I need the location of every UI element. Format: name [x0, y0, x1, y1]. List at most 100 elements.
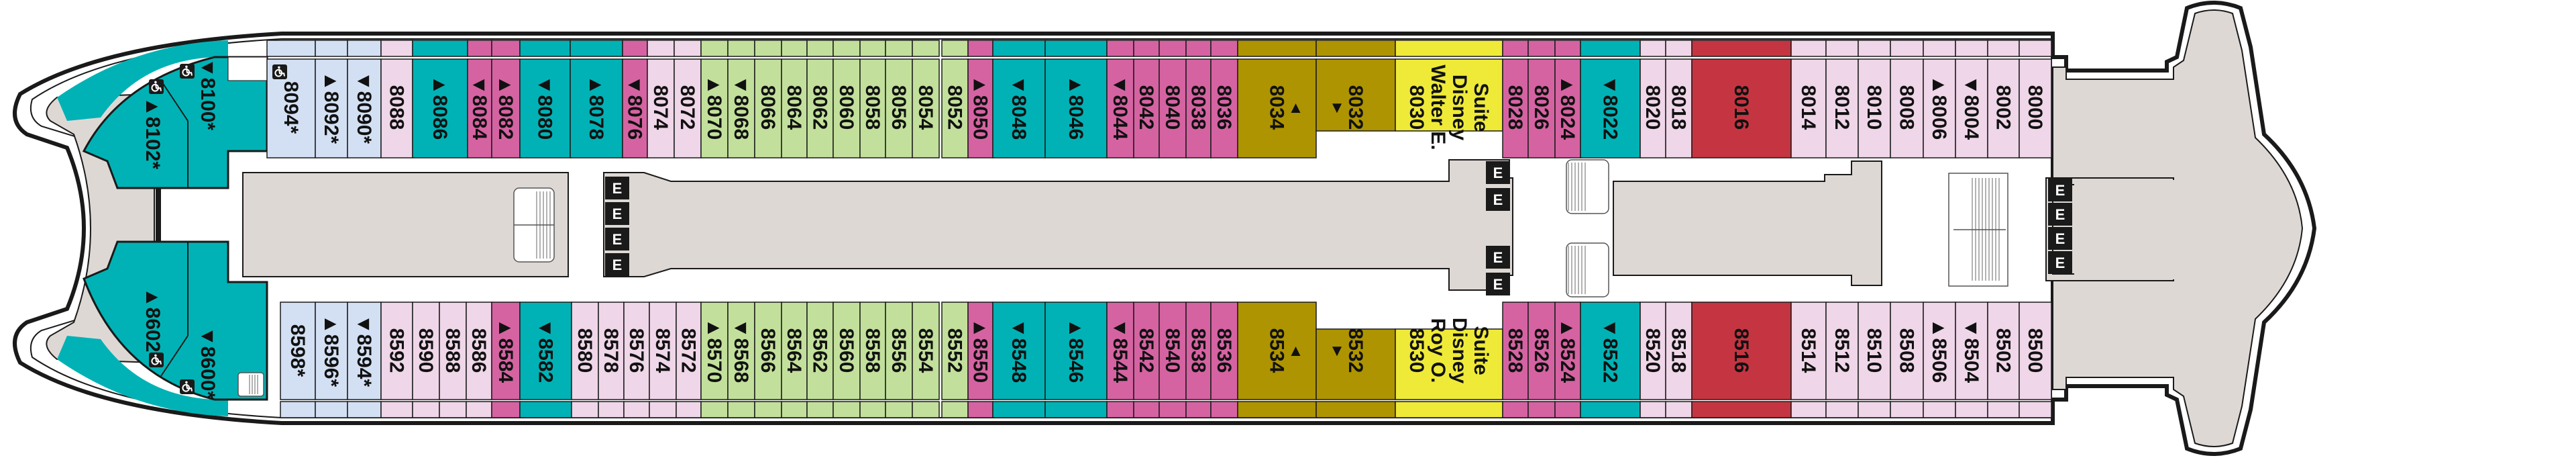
cabin-8532[interactable]: 8532▼ [1316, 328, 1396, 418]
cabin-8576[interactable]: 8576 [623, 302, 650, 418]
cabin-8000[interactable]: 8000 [2019, 40, 2052, 158]
cabin-label: 8566 [757, 328, 779, 373]
cabin-8516[interactable]: 8516 [1691, 302, 1792, 418]
cabin-8556[interactable]: 8556 [885, 302, 913, 418]
cabin-8572[interactable]: 8572 [676, 302, 702, 418]
cabin-8008[interactable]: 8008 [1890, 40, 1924, 158]
cabin-8100[interactable]: ▼8100* [197, 58, 219, 130]
cabin-8016[interactable]: 8016 [1691, 40, 1792, 158]
cabin-8042[interactable]: 8042 [1133, 40, 1160, 158]
cabin-8056[interactable]: 8056 [885, 40, 913, 158]
cabin-8590[interactable]: 8590 [412, 302, 440, 418]
cabin-8066[interactable]: 8066 [754, 40, 782, 158]
cabin-8036[interactable]: 8036 [1210, 40, 1238, 158]
cabin-8568[interactable]: ▼8568 [727, 302, 755, 418]
cabin-8010[interactable]: 8010 [1858, 40, 1891, 158]
cabin-8596[interactable]: ▲8596* [315, 302, 348, 418]
cabin-8074[interactable]: 8074 [647, 40, 675, 158]
cabin-8534[interactable]: 8534▲ [1237, 302, 1317, 418]
cabin-8560[interactable]: 8560 [833, 302, 861, 418]
cabin-8004[interactable]: ▼8004 [1955, 40, 1988, 158]
cabin-8564[interactable]: 8564 [781, 302, 808, 418]
cabin-8600[interactable]: ▼8600* [197, 326, 219, 399]
cabin-8526[interactable]: 8526 [1527, 302, 1556, 418]
cabin-8584[interactable]: ▲8584 [491, 302, 521, 418]
cabin-8070[interactable]: ▲8070 [700, 40, 729, 158]
forward-teal-top[interactable] [57, 40, 228, 121]
cabin-8552[interactable]: 8552 [941, 302, 969, 418]
cabin-8502[interactable]: 8502 [1987, 302, 2020, 418]
cabin-8508[interactable]: 8508 [1890, 302, 1924, 418]
balcony [781, 401, 808, 418]
cabin-8052[interactable]: 8052 [941, 40, 969, 158]
cabin-8094[interactable]: 8094* [266, 40, 316, 158]
forward-teal-bottom[interactable] [57, 336, 228, 416]
cabin-8046[interactable]: ▲8046 [1044, 40, 1108, 158]
cabin-8024[interactable]: ▲8024 [1554, 40, 1581, 158]
cabin-8598[interactable]: 8598* [280, 302, 316, 418]
cabin-8538[interactable]: 8538 [1185, 302, 1212, 418]
cabin-8044[interactable]: ▼8044 [1106, 40, 1134, 158]
cabin-8588[interactable]: 8588 [439, 302, 467, 418]
cabin-8028[interactable]: 8028 [1502, 40, 1529, 158]
cabin-8090[interactable]: ▼8090* [347, 40, 382, 158]
cabin-8092[interactable]: ▲8092* [315, 40, 348, 158]
cabin-8514[interactable]: 8514 [1790, 302, 1827, 418]
cabin-8088[interactable]: 8088 [380, 40, 413, 158]
cabin-8548[interactable]: ▼8548 [992, 302, 1046, 418]
cabin-8518[interactable]: 8518 [1665, 302, 1693, 418]
cabin-8562[interactable]: 8562 [806, 302, 834, 418]
cabin-body [754, 302, 782, 400]
cabin-8076[interactable]: ▼8076 [622, 40, 648, 158]
cabin-8006[interactable]: ▲8006 [1923, 40, 1956, 158]
cabin-8544[interactable]: ▼8544 [1106, 302, 1134, 418]
cabin-8512[interactable]: 8512 [1825, 302, 1859, 418]
cabin-8038[interactable]: 8038 [1185, 40, 1212, 158]
cabin-8520[interactable]: 8520 [1640, 302, 1666, 418]
cabin-8002[interactable]: 8002 [1987, 40, 2020, 158]
cabin-8506[interactable]: ▲8506 [1923, 302, 1956, 418]
cabin-8592[interactable]: 8592 [380, 302, 413, 418]
cabin-8082[interactable]: ▲8082 [491, 40, 521, 158]
cabin-8032[interactable]: 8032▼ [1316, 40, 1396, 132]
cabin-8586[interactable]: 8586 [466, 302, 492, 418]
cabin-8014[interactable]: 8014 [1790, 40, 1827, 158]
cabin-8500[interactable]: 8500 [2019, 302, 2052, 418]
cabin-8048[interactable]: ▼8048 [992, 40, 1046, 158]
cabin-8542[interactable]: 8542 [1133, 302, 1160, 418]
cabin-8050[interactable]: ▲8050 [967, 40, 994, 158]
cabin-8582[interactable]: ▼8582 [519, 302, 572, 418]
cabin-8546[interactable]: ▲8546 [1044, 302, 1108, 418]
cabin-8550[interactable]: ▲8550 [967, 302, 994, 418]
cabin-8060[interactable]: 8060 [833, 40, 861, 158]
cabin-8018[interactable]: 8018 [1665, 40, 1693, 158]
cabin-8054[interactable]: 8054 [912, 40, 940, 158]
cabin-8064[interactable]: 8064 [781, 40, 808, 158]
cabin-8086[interactable]: ▲8086 [412, 40, 468, 158]
cabin-8522[interactable]: ▼8522 [1580, 302, 1641, 418]
cabin-8022[interactable]: ▼8022 [1580, 40, 1641, 158]
svg-text:8554: 8554 [914, 328, 936, 373]
cabin-8020[interactable]: 8020 [1640, 40, 1666, 158]
cabin-8574[interactable]: 8574 [649, 302, 677, 418]
cabin-8594[interactable]: ▼8594* [347, 302, 382, 418]
cabin-8524[interactable]: ▲8524 [1554, 302, 1581, 418]
cabin-8078[interactable]: ▲8078 [570, 40, 623, 158]
cabin-8504[interactable]: ▼8504 [1955, 302, 1988, 418]
cabin-8566[interactable]: 8566 [754, 302, 782, 418]
cabin-8100-8102[interactable] [82, 56, 268, 189]
cabin-8536[interactable]: 8536 [1210, 302, 1238, 418]
cabin-8578[interactable]: 8578 [598, 302, 625, 418]
cabin-8072[interactable]: 8072 [674, 40, 702, 158]
cabin-8026[interactable]: 8026 [1527, 40, 1556, 158]
cabin-8602[interactable]: ▲8602* [142, 287, 164, 360]
cabin-8528[interactable]: 8528 [1502, 302, 1529, 418]
cabin-8068[interactable]: ▼8068 [727, 40, 755, 158]
cabin-8558[interactable]: 8558 [859, 302, 886, 418]
cabin-8580[interactable]: 8580 [571, 302, 599, 418]
cabin-8102[interactable]: ▲8102* [142, 97, 164, 169]
cabin-8080[interactable]: ▼8080 [519, 40, 571, 158]
cabin-8554[interactable]: 8554 [912, 302, 940, 418]
